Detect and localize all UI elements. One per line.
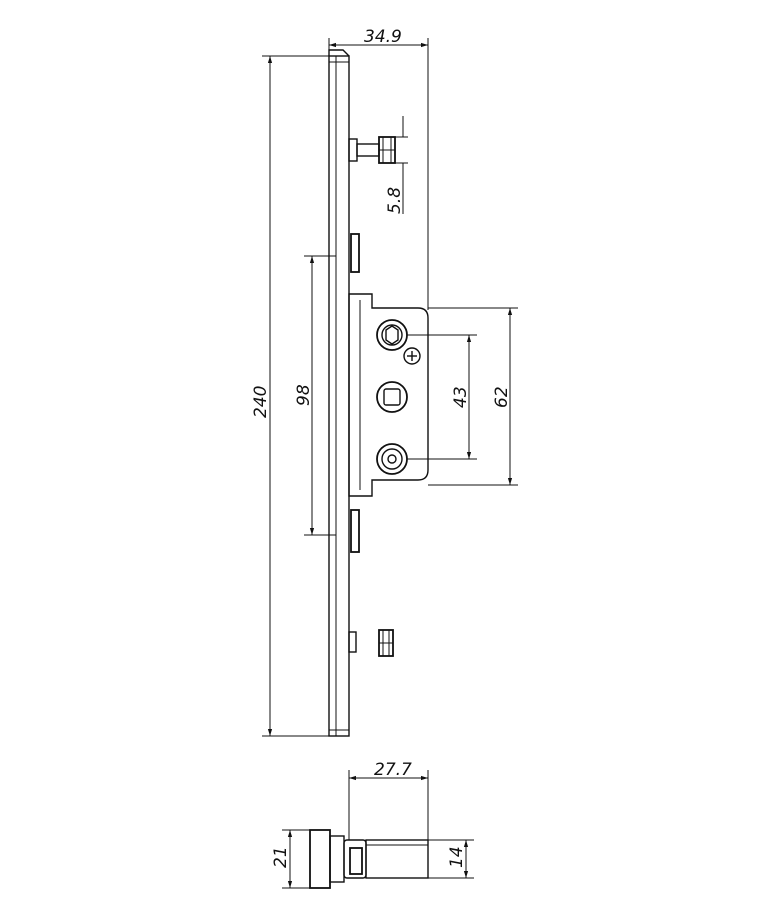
lower-pin	[348, 629, 394, 657]
dim-label-total-length: 240	[251, 386, 271, 418]
striker-plate	[348, 293, 429, 497]
dim-section-width: 27.7	[348, 760, 429, 840]
dim-label-section-width: 27.7	[374, 760, 412, 780]
dim-label-section-height: 21	[271, 846, 291, 868]
dim-top-width: 34.9	[328, 27, 429, 310]
dim-section-inner: 14	[428, 839, 474, 879]
dim-section-height: 21	[271, 829, 310, 889]
dim-label-hole-spacing: 43	[451, 386, 471, 408]
dim-slot-length: 98	[294, 255, 336, 536]
main-bar	[328, 49, 350, 737]
section-view	[309, 829, 429, 889]
dim-hole-spacing: 43	[407, 334, 477, 460]
dim-label-plate-height: 62	[492, 386, 512, 408]
slot-markers	[350, 233, 360, 553]
dim-small-spacing: 5.8	[385, 116, 408, 214]
dim-label-slot-length: 98	[294, 384, 314, 406]
upper-pin	[348, 136, 396, 164]
dim-plate-height: 62	[428, 307, 518, 486]
dim-label-top-width: 34.9	[364, 27, 402, 47]
dim-label-section-inner: 14	[447, 846, 467, 868]
dim-total-length: 240	[251, 55, 329, 737]
dim-label-small-spacing: 5.8	[385, 187, 405, 214]
